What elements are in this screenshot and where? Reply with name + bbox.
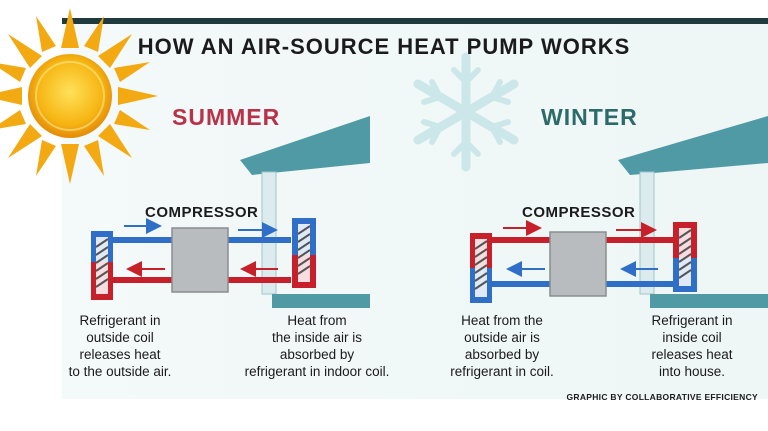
summer-outdoor-caption: Refrigerant in outside coil releases hea… xyxy=(68,313,172,379)
winter-indoor-coil xyxy=(673,222,697,292)
winter-outdoor-coil xyxy=(470,233,492,303)
top-bar xyxy=(62,18,768,24)
summer-indoor-coil xyxy=(292,218,316,288)
sun-icon xyxy=(0,8,158,184)
graphic-credit: GRAPHIC BY COLLABORATIVE EFFICIENCY xyxy=(566,392,758,402)
diagram-title: HOW AN AIR-SOURCE HEAT PUMP WORKS xyxy=(137,34,631,59)
summer-label: SUMMER xyxy=(172,104,281,130)
winter-house xyxy=(618,116,768,308)
summer-flow-arrows xyxy=(124,218,278,277)
winter-compressor xyxy=(549,231,607,297)
summer-indoor-caption: Heat from the inside air is absorbed by … xyxy=(244,313,390,379)
winter-flow-arrows xyxy=(503,220,658,277)
winter-outdoor-caption: Heat from the outside air is absorbed by… xyxy=(450,313,554,379)
summer-compressor xyxy=(171,227,229,293)
winter-compressor-label: COMPRESSOR xyxy=(522,204,636,221)
winter-indoor-caption: Refrigerant in inside coil releases heat… xyxy=(651,313,733,379)
summer-compressor-label: COMPRESSOR xyxy=(145,204,259,221)
snowflake-icon xyxy=(413,52,519,172)
summer-outdoor-coil xyxy=(91,231,113,300)
winter-label: WINTER xyxy=(541,104,638,130)
